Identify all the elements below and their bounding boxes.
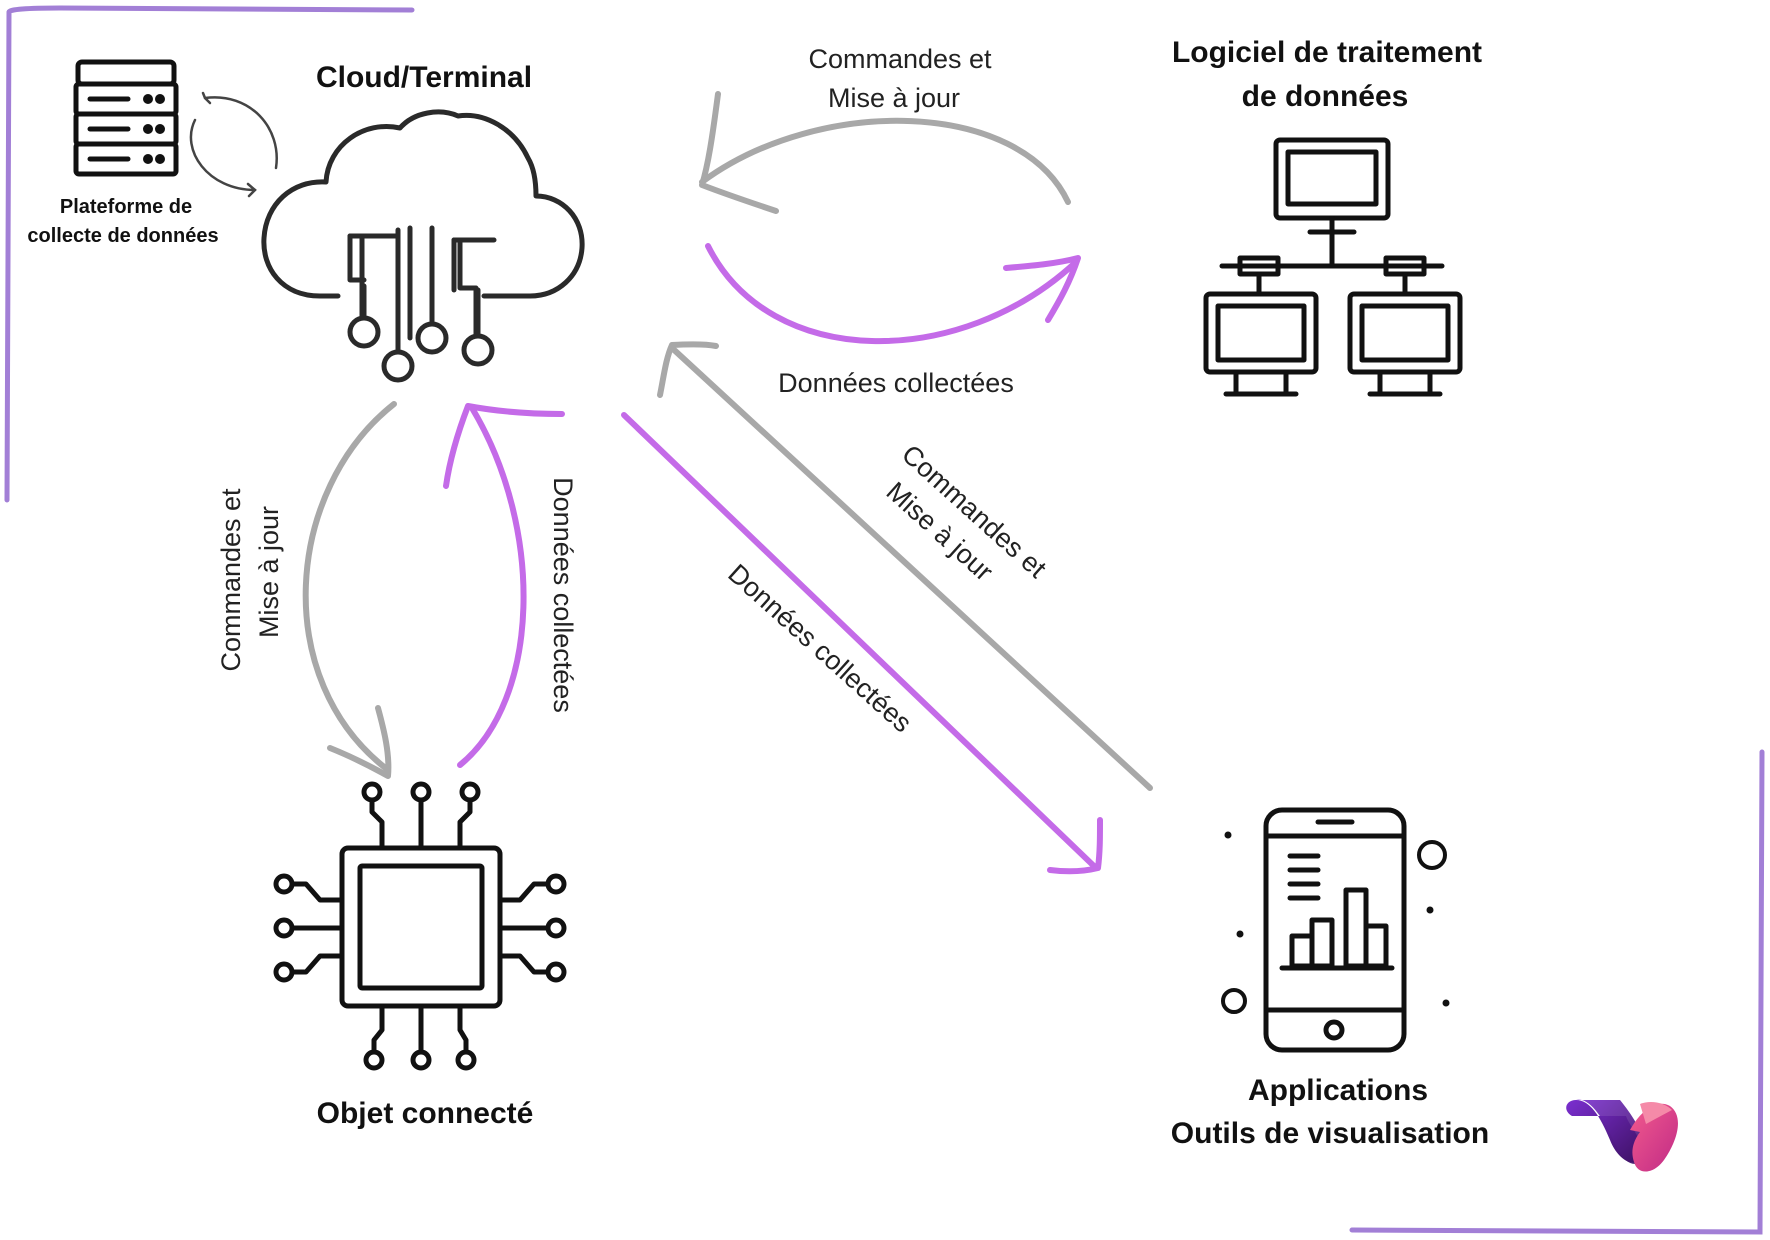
- arrow-left-data: [457, 405, 527, 768]
- arrow-diag-commands: [669, 345, 1153, 791]
- server-icon: [73, 59, 179, 177]
- node-apps: Applications Outils de visualisation: [1171, 807, 1489, 1150]
- arrow-diag-data: [621, 412, 1099, 871]
- arrow-diag-data-head: [1047, 817, 1103, 875]
- diag-data-label: Données collectées: [722, 558, 917, 738]
- brand-w-logo: [1566, 1099, 1678, 1172]
- node-cloud: Cloud/Terminal: [261, 61, 585, 383]
- arrow-top-commands: [699, 117, 1071, 205]
- platform-label-1: Plateforme de: [60, 196, 192, 218]
- arrow-top-data: [705, 243, 1079, 345]
- node-object: Objet connecté: [273, 781, 567, 1130]
- top-commands-label-1: Commandes et: [808, 44, 992, 74]
- left-data-label: Données collectées: [548, 477, 578, 713]
- edge-labels: Commandes et Mise à jour Données collect…: [216, 44, 1052, 738]
- node-platform: Plateforme de collecte de données: [27, 59, 278, 247]
- arrows: [302, 91, 1153, 875]
- arrow-diag-commands-head: [657, 341, 719, 398]
- platform-label-2: collecte de données: [27, 225, 218, 247]
- software-label-1: Logiciel de traitement: [1172, 36, 1482, 69]
- software-label-2: de données: [1242, 80, 1409, 113]
- top-commands-label-2: Mise à jour: [828, 83, 960, 113]
- microchip-icon: [273, 781, 567, 1071]
- top-data-label: Données collectées: [778, 368, 1014, 398]
- decorative-frame: [4, 5, 1765, 1235]
- node-software: Logiciel de traitement de données: [1172, 36, 1482, 397]
- left-commands-label-2: Mise à jour: [254, 506, 284, 638]
- arrow-left-commands-head: [327, 705, 392, 779]
- sync-arrows-icon: [189, 91, 278, 198]
- apps-label-1: Applications: [1248, 1074, 1428, 1107]
- arrow-left-commands: [302, 401, 397, 773]
- object-label: Objet connecté: [317, 1097, 534, 1130]
- network-computers-icon: [1203, 137, 1463, 397]
- arrow-top-commands-head: [699, 91, 779, 214]
- cloud-circuit-icon: [261, 109, 585, 383]
- smartphone-chart-icon: [1263, 807, 1407, 1053]
- decorative-dots: [1221, 831, 1450, 1014]
- apps-label-2: Outils de visualisation: [1171, 1117, 1489, 1150]
- cloud-label: Cloud/Terminal: [316, 61, 532, 94]
- arrow-top-data-head: [1003, 255, 1081, 323]
- arrow-left-data-head: [443, 403, 565, 489]
- left-commands-label-1: Commandes et: [216, 488, 246, 672]
